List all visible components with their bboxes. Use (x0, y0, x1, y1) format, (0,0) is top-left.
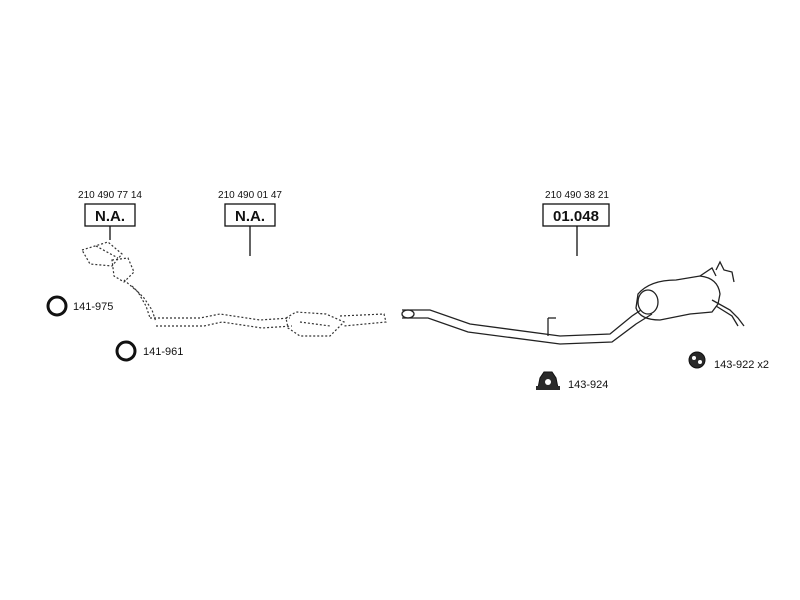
oem-number: 210 490 38 21 (545, 190, 609, 201)
accessory-143-924[interactable]: 143-924 (536, 371, 608, 391)
accessory-141-961[interactable]: 141-961 (115, 340, 183, 362)
oem-number: 210 490 01 47 (218, 190, 282, 201)
accessory-code: 141-975 (73, 301, 113, 313)
part-number-label: N.A. (235, 208, 265, 225)
part-number-label: N.A. (95, 208, 125, 225)
accessory-code: 141-961 (143, 346, 183, 358)
mounting-bracket-icon (536, 371, 560, 390)
section-front-pipe[interactable]: 210 490 77 14 N.A. (78, 190, 142, 240)
gasket-ring-icon (46, 295, 68, 317)
part-number-label: 01.048 (553, 208, 599, 225)
accessory-141-975[interactable]: 141-975 (46, 295, 113, 317)
front-pipe-drawing (81, 241, 157, 323)
rear-pipe-drawing (401, 260, 745, 345)
section-middle-pipe[interactable]: 210 490 01 47 N.A. (218, 190, 282, 256)
section-rear-silencer[interactable]: 210 490 38 21 01.048 (542, 190, 610, 256)
middle-pipe-drawing (150, 311, 387, 337)
gasket-ring-icon (115, 340, 137, 362)
accessory-code: 143-922 x2 (714, 359, 769, 371)
part-number-box (542, 203, 610, 227)
accessory-143-922[interactable]: 143-922 x2 (688, 351, 769, 371)
oem-number: 210 490 77 14 (78, 190, 142, 201)
rubber-hanger-icon (688, 351, 706, 369)
accessory-code: 143-924 (568, 379, 608, 391)
